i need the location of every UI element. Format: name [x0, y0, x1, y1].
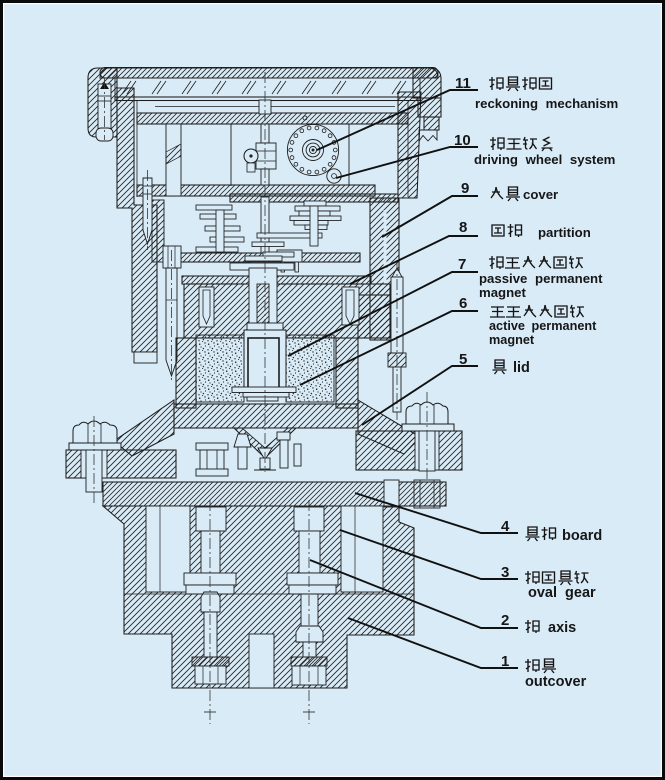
svg-text:oval gear: oval gear	[528, 585, 596, 601]
svg-text:1: 1	[501, 653, 509, 670]
svg-text:outcover: outcover	[525, 674, 587, 690]
svg-text:9: 9	[461, 180, 469, 197]
svg-text:passive permanent: passive permanent	[479, 271, 603, 286]
svg-text:cover: cover	[523, 187, 558, 202]
svg-text:magnet: magnet	[489, 333, 535, 347]
svg-text:driving wheel system: driving wheel system	[474, 152, 615, 167]
svg-text:10: 10	[454, 132, 471, 149]
svg-text:reckoning mechanism: reckoning mechanism	[475, 96, 618, 111]
svg-text:6: 6	[459, 295, 467, 312]
svg-text:4: 4	[501, 518, 510, 535]
svg-text:7: 7	[458, 256, 466, 273]
svg-text:8: 8	[459, 219, 467, 236]
svg-text:active permanent: active permanent	[489, 319, 597, 333]
svg-text:11: 11	[455, 75, 471, 92]
svg-text:board: board	[562, 528, 602, 544]
svg-text:5: 5	[459, 351, 467, 368]
svg-text:lid: lid	[513, 360, 530, 376]
svg-text:magnet: magnet	[479, 285, 527, 300]
svg-text:partition: partition	[538, 225, 591, 240]
svg-text:2: 2	[501, 612, 509, 629]
svg-text:axis: axis	[548, 620, 576, 636]
svg-text:3: 3	[501, 564, 509, 581]
